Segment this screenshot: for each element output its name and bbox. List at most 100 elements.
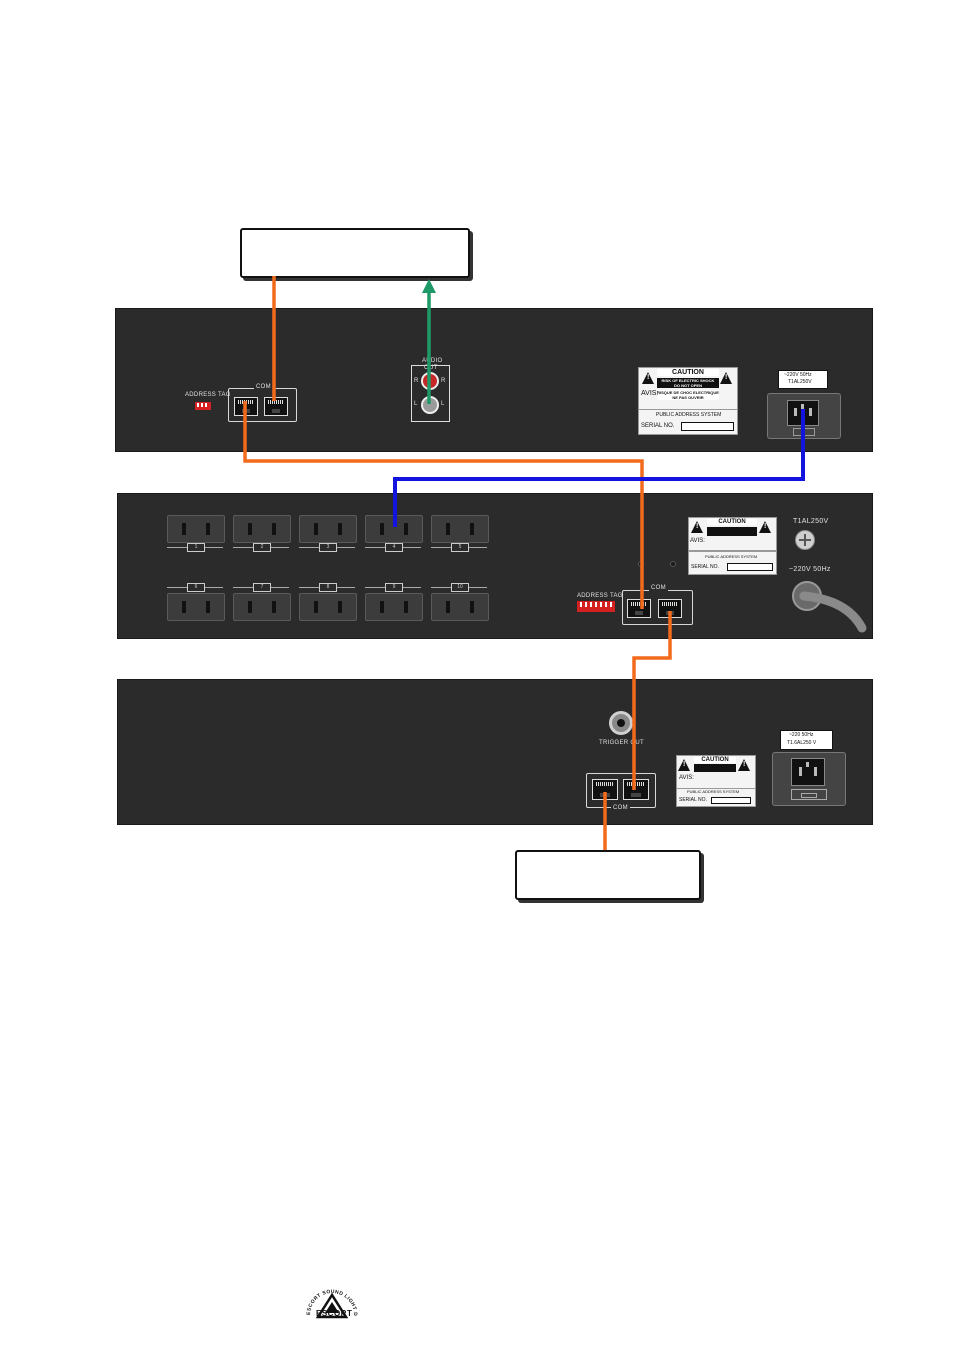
unit1-power-rating: ~220V 50Hz [784, 372, 812, 378]
unit3-rear-panel: TRIGGER OUT COM CAUTION AVIS: PUBLIC ADD… [117, 679, 873, 825]
unit2-outlet-number-2: 2 [253, 543, 271, 552]
unit1-channel-r-left: R [414, 378, 419, 384]
unit1-power-label [778, 370, 828, 389]
unit2-outlet-5[interactable] [431, 515, 489, 543]
unit2-com-port-2[interactable] [658, 599, 682, 618]
unit2-rear-panel: 1 2 3 4 5 6 7 8 9 10 CAUTION AVIS: PUBLI… [117, 493, 873, 639]
unit2-power-label: ~220V 50Hz [789, 566, 831, 573]
unit2-com-port-1[interactable] [627, 599, 651, 618]
unit2-screw-2 [670, 561, 676, 567]
unit2-fuse-holder[interactable] [795, 530, 815, 550]
unit2-outlet-number-4: 4 [385, 543, 403, 552]
unit1-iec-socket [787, 400, 819, 426]
unit2-outlet-number-10: 10 [451, 583, 469, 592]
callout-bottom [515, 850, 701, 900]
unit2-caution-bar [707, 527, 757, 536]
unit1-serial-text: SERIAL NO. [641, 423, 675, 429]
unit3-warning-right-icon [738, 759, 750, 771]
unit2-system-text: PUBLIC ADDRESS SYSTEM [705, 554, 758, 559]
unit3-com-label: COM [611, 805, 630, 811]
unit2-outlet-8[interactable] [299, 593, 357, 621]
unit3-fuse-rating: T1.6AL250 V [787, 740, 817, 746]
unit1-power-inlet[interactable] [767, 393, 841, 439]
unit2-com-label: COM [649, 585, 668, 591]
unit1-system-text: PUBLIC ADDRESS SYSTEM [656, 412, 722, 418]
unit1-caution-text-block: CAUTION RISK OF ELECTRIC SHOCK DO NOT OP… [657, 369, 719, 407]
unit1-rca-jack-l[interactable] [421, 396, 439, 414]
unit1-address-tag-label: ADDRESS TAG [185, 392, 231, 398]
unit3-trigger-label: TRIGGER OUT [599, 740, 644, 746]
unit1-fuse-rating: T1AL250V [788, 379, 812, 385]
escort-logo-icon: ESCORT SOUND LIGHT DESIGN [300, 1283, 358, 1319]
unit2-outlet-10[interactable] [431, 593, 489, 621]
unit3-iec-socket [791, 758, 825, 786]
unit3-power-inlet[interactable] [772, 752, 846, 806]
unit1-caution-line-3: RISQUE DE CHOC ELECTRIQUE [657, 390, 719, 395]
unit3-system-text: PUBLIC ADDRESS SYSTEM [687, 789, 740, 794]
unit1-rear-panel: ADDRESS TAG COM AUDIO OUT R R L L CAUTIO… [115, 308, 873, 452]
unit3-trigger-jack[interactable] [609, 711, 633, 735]
unit2-outlet-number-9: 9 [385, 583, 403, 592]
unit2-outlet-7[interactable] [233, 593, 291, 621]
unit1-channel-r-right: R [441, 378, 446, 384]
callout-top [240, 228, 470, 278]
unit2-caution-title: CAUTION [707, 519, 757, 525]
logo-word: ESCORT [316, 1309, 353, 1318]
unit2-outlet-number-6: 6 [187, 583, 205, 592]
audio-arrow-head [422, 279, 436, 293]
unit2-outlet-number-3: 3 [319, 543, 337, 552]
unit1-com-port-1[interactable] [234, 397, 258, 416]
unit1-audio-label-2: OUT [424, 365, 438, 371]
unit1-caution-line-4: NE PAS OUVRIR [657, 395, 719, 400]
unit1-channel-l-left: L [414, 401, 418, 407]
unit1-channel-l-right: L [441, 401, 445, 407]
unit2-screw-1 [638, 561, 644, 567]
unit3-serial-field [711, 797, 751, 804]
unit2-avis: AVIS: [690, 538, 705, 544]
unit1-warning-right-icon [720, 372, 732, 384]
unit3-warning-left-icon [678, 759, 690, 771]
unit1-com-port-2[interactable] [264, 397, 288, 416]
unit2-outlet-3[interactable] [299, 515, 357, 543]
unit1-com-label: COM [254, 384, 273, 390]
unit2-power-cord-grommet [792, 581, 822, 611]
unit1-dip-switch[interactable] [195, 402, 211, 410]
unit2-outlet-2[interactable] [233, 515, 291, 543]
unit2-outlet-9[interactable] [365, 593, 423, 621]
unit1-caution-line-2: DO NOT OPEN [657, 383, 719, 388]
unit1-audio-label-1: AUDIO [422, 358, 443, 364]
unit3-com-port-1[interactable] [592, 779, 618, 800]
unit2-outlet-1[interactable] [167, 515, 225, 543]
unit1-serial-field [681, 422, 734, 431]
unit2-outlet-4[interactable] [365, 515, 423, 543]
unit3-power-label [780, 730, 833, 750]
unit3-fuse-drawer[interactable] [791, 789, 827, 800]
unit2-outlet-number-8: 8 [319, 583, 337, 592]
unit3-caution-bar [694, 764, 736, 772]
unit2-outlet-number-7: 7 [253, 583, 271, 592]
unit1-rca-jack-r[interactable] [421, 372, 439, 390]
unit3-power-rating: ~220 50Hz [789, 732, 814, 738]
unit2-serial-field [727, 563, 773, 571]
unit2-warning-left-icon [691, 521, 703, 533]
unit1-fuse-drawer[interactable] [793, 428, 815, 436]
unit1-avis: AVIS: [641, 390, 659, 397]
unit2-outlet-number-1: 1 [187, 543, 205, 552]
unit1-caution-line-1: RISK OF ELECTRIC SHOCK [657, 378, 719, 383]
unit3-serial-text: SERIAL NO. [679, 797, 707, 803]
unit2-address-tag-label: ADDRESS TAG [577, 593, 623, 599]
unit1-warning-left-icon [642, 372, 654, 384]
unit3-caution-title: CAUTION [694, 757, 736, 763]
unit2-fuse-label: T1AL250V [793, 518, 829, 525]
unit2-serial-text: SERIAL NO. [691, 564, 719, 570]
unit3-com-port-2[interactable] [623, 779, 649, 800]
unit2-dip-switch[interactable] [577, 601, 615, 612]
unit2-outlet-number-5: 5 [451, 543, 469, 552]
unit2-warning-right-icon [759, 521, 771, 533]
unit2-caution-text-block: CAUTION [707, 519, 757, 539]
unit2-outlet-6[interactable] [167, 593, 225, 621]
unit1-caution-title: CAUTION [657, 369, 719, 376]
unit3-avis: AVIS: [679, 775, 694, 781]
unit3-caution-text-block: CAUTION [694, 757, 736, 775]
